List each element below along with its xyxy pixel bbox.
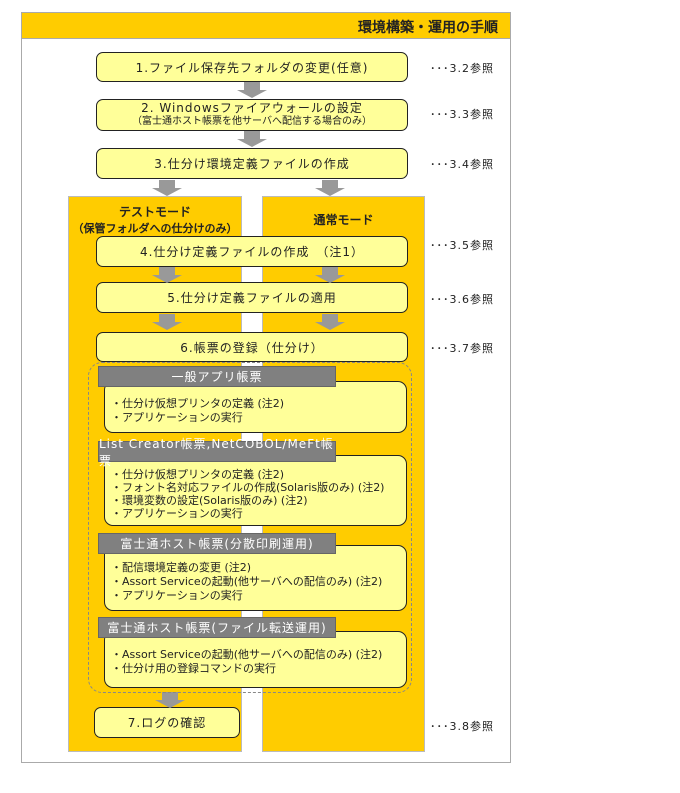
group-header-general: 一般アプリ帳票 (98, 366, 336, 387)
group-item: ・仕分け用の登録コマンドの実行 (111, 661, 276, 675)
step-label: 1.ファイル保存先フォルダの変更(任意) (135, 60, 369, 75)
step-7: 7.ログの確認 (94, 707, 240, 738)
group-item: ・Assort Serviceの起動(他サーバへの配信のみ) (注2) (111, 575, 383, 588)
step-4: 4.仕分け定義ファイルの作成 （注1） (96, 236, 408, 267)
step-label: 2. Windowsファイアウォールの設定 (141, 101, 363, 115)
reference-3-3: ･･･3.3参照 (430, 108, 494, 121)
group-item: ・環境変数の設定(Solaris版のみ) (注2) (111, 493, 308, 507)
step-2: 2. Windowsファイアウォールの設定（富士通ホスト帳票を他サーバへ配信する… (96, 99, 408, 131)
test-mode-subtitle: （保管フォルダへの仕分けのみ） (72, 222, 238, 235)
diagram-title: 環境構築・運用の手順 (358, 20, 498, 36)
arrow-down-icon (152, 180, 182, 196)
arrow-down-icon (152, 267, 182, 283)
step-label: 4.仕分け定義ファイルの作成 （注1） (139, 245, 365, 259)
group-box-fujitsu-distributed: ・配信環境定義の変更 (注2) ・Assort Serviceの起動(他サーバへ… (104, 545, 407, 611)
diagram-frame (21, 12, 511, 763)
reference-3-2: ･･･3.2参照 (430, 62, 494, 75)
step-label: 3.仕分け環境定義ファイルの作成 (154, 157, 350, 171)
group-box-list-creator: ・仕分け仮想プリンタの定義 (注2) ・フォント名対応ファイルの作成(Solar… (104, 455, 407, 526)
reference-3-6: ･･･3.6参照 (430, 293, 494, 306)
arrow-down-icon (155, 692, 185, 708)
arrow-down-icon (315, 314, 345, 330)
group-header-list-creator: List Creator帳票,NetCOBOL/MeFt帳票 (98, 437, 336, 468)
reference-3-4: ･･･3.4参照 (430, 158, 494, 171)
group-box-fujitsu-transfer: ・Assort Serviceの起動(他サーバへの配信のみ) (注2) ・仕分け… (104, 631, 407, 688)
header-bar: 環境構築・運用の手順 (22, 13, 510, 39)
group-item: ・アプリケーションの実行 (111, 506, 243, 520)
group-box-general: ・仕分け仮想プリンタの定義 (注2) ・アプリケーションの実行 (104, 381, 407, 433)
reference-3-5: ･･･3.5参照 (430, 239, 494, 252)
normal-mode-title: 通常モード (313, 213, 374, 227)
reference-3-7: ･･･3.7参照 (430, 342, 494, 355)
step-1: 1.ファイル保存先フォルダの変更(任意) (96, 52, 408, 82)
step-3: 3.仕分け環境定義ファイルの作成 (96, 148, 408, 179)
group-header-fujitsu-distributed: 富士通ホスト帳票(分散印刷運用) (98, 533, 336, 554)
reference-3-8: ･･･3.8参照 (430, 720, 494, 733)
step-sublabel: （富士通ホスト帳票を他サーバへ配信する場合のみ） (132, 116, 372, 127)
group-item: ・フォント名対応ファイルの作成(Solaris版のみ) (注2) (111, 480, 385, 494)
arrow-down-icon (237, 82, 267, 98)
group-item: ・仕分け仮想プリンタの定義 (注2) (111, 467, 285, 481)
arrow-down-icon (315, 180, 345, 196)
step-label: 6.帳票の登録（仕分け） (180, 340, 324, 355)
group-item: ・アプリケーションの実行 (111, 589, 243, 602)
arrow-down-icon (315, 267, 345, 283)
arrow-down-icon (237, 131, 267, 147)
group-header-fujitsu-transfer: 富士通ホスト帳票(ファイル転送運用) (98, 617, 336, 638)
group-item: ・配信環境定義の変更 (注2) (111, 561, 252, 574)
group-item: ・アプリケーションの実行 (111, 411, 243, 424)
step-6: 6.帳票の登録（仕分け） (96, 332, 408, 362)
step-label: 7.ログの確認 (127, 716, 207, 730)
step-5: 5.仕分け定義ファイルの適用 (96, 282, 408, 313)
group-item: ・仕分け仮想プリンタの定義 (注2) (111, 397, 285, 410)
arrow-down-icon (152, 314, 182, 330)
group-item: ・Assort Serviceの起動(他サーバへの配信のみ) (注2) (111, 647, 383, 661)
test-mode-title: テストモード (118, 205, 191, 219)
step-label: 5.仕分け定義ファイルの適用 (167, 291, 337, 305)
dashed-group-region (88, 362, 412, 693)
